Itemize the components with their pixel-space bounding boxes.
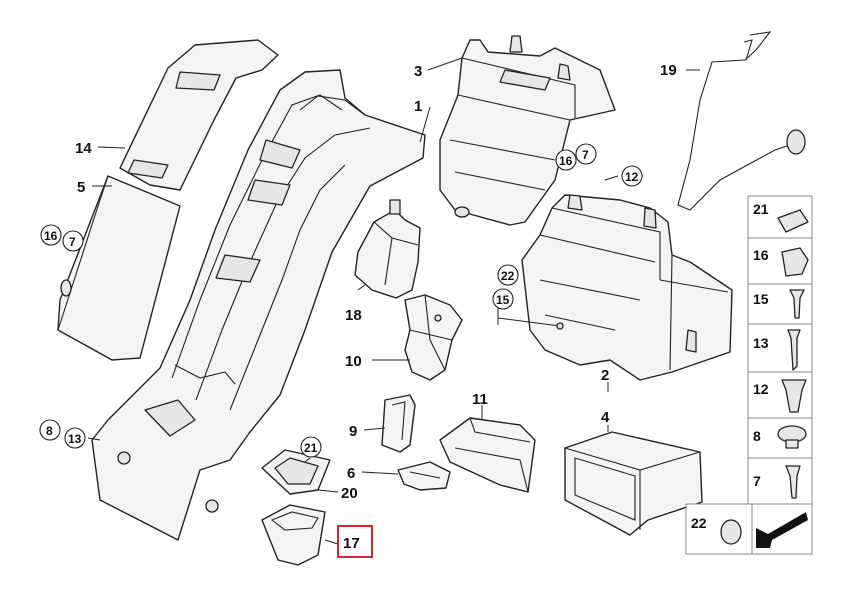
- part-20-cupholder-frame: [261, 449, 331, 495]
- nut-12-icon: [781, 379, 807, 413]
- part-6-bracket: [397, 461, 451, 491]
- label-6: 6: [347, 465, 355, 482]
- part-14-cover-panel: [119, 39, 279, 191]
- circle-label-12: 12: [625, 170, 639, 184]
- screw-13-icon: [787, 329, 801, 371]
- legend-label-8: 8: [753, 428, 761, 444]
- legend-label-12: 12: [753, 381, 769, 397]
- circle-label-22: 22: [501, 269, 515, 283]
- circle-label-13: 13: [68, 432, 82, 446]
- part-10-lock-mechanism: [404, 294, 463, 381]
- part-4-storage-tray: [564, 431, 703, 536]
- fastener-legend: 21 16 15 13 12 8 7 22: [685, 195, 813, 555]
- part-17-cup-insert: [261, 504, 326, 566]
- circled-labels: 16 7 8 13 16 7 12 22 15 21: [39, 143, 643, 458]
- leader-lines: [87, 57, 700, 545]
- label-3: 3: [414, 63, 422, 80]
- highlight-box: [337, 525, 373, 558]
- part-19-cable: [677, 31, 806, 211]
- highlight-part-17[interactable]: 17: [337, 525, 373, 558]
- label-19: 19: [660, 62, 677, 79]
- fastener-lines-15-22: [497, 302, 564, 330]
- arrow-icon: [756, 512, 808, 548]
- label-2: 2: [601, 367, 609, 384]
- label-1: 1: [414, 98, 422, 115]
- bolt-15-icon: [789, 289, 805, 319]
- part-2-lower-housing: [521, 194, 733, 381]
- circle-label-15: 15: [496, 293, 510, 307]
- part-11-slide-cover: [439, 417, 536, 493]
- circle-label-16-left: 16: [44, 229, 58, 243]
- circle-label-8: 8: [46, 424, 53, 438]
- circle-label-16-right: 16: [559, 154, 573, 168]
- label-11: 11: [472, 391, 488, 408]
- label-20: 20: [341, 485, 358, 502]
- circle-label-21: 21: [304, 441, 318, 455]
- circle-label-7-left: 7: [69, 235, 76, 249]
- part-1-center-console: [91, 69, 426, 541]
- legend-label-15: 15: [753, 291, 769, 307]
- legend-label-7: 7: [753, 473, 761, 489]
- label-5: 5: [77, 179, 85, 196]
- part-5-armrest-lid: [57, 175, 181, 361]
- screw-7-icon: [785, 465, 801, 499]
- circle-label-7-right: 7: [582, 148, 589, 162]
- part-18-actuator: [354, 199, 421, 299]
- label-14: 14: [75, 140, 92, 157]
- part-labels: 1 2 3 4 5 6 9 10 11 14 18 19 20: [75, 62, 677, 502]
- label-9: 9: [349, 423, 357, 440]
- clip-21-icon: [777, 209, 809, 233]
- legend-label-22: 22: [691, 515, 707, 531]
- legend-label-13: 13: [753, 335, 769, 351]
- part-3-upper-housing: [439, 35, 616, 226]
- legend-label-21: 21: [753, 201, 769, 217]
- cap-16-icon: [781, 247, 809, 277]
- grommet-22-icon: [720, 519, 742, 545]
- label-17: 17: [343, 535, 360, 552]
- part-9-latch: [381, 394, 416, 453]
- label-10: 10: [345, 353, 362, 370]
- label-18: 18: [345, 307, 362, 324]
- legend-label-16: 16: [753, 247, 769, 263]
- label-4: 4: [601, 409, 610, 426]
